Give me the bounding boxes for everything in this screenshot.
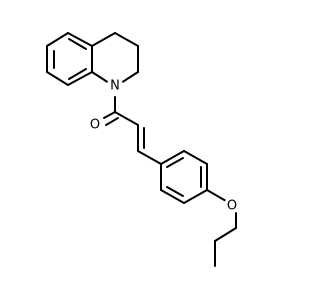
propoxy-chain	[206, 189, 237, 267]
structure-canvas: N O O	[46, 32, 240, 267]
benzo-ring	[46, 32, 93, 86]
piperidine-ring	[91, 32, 139, 84]
nitrogen-label: N	[110, 79, 120, 94]
carbonyl-double-bond	[103, 111, 119, 126]
ether-oxygen-label: O	[227, 199, 237, 214]
atom-o-carbonyl: O	[87, 116, 103, 133]
molecule-drawing: N O O	[46, 32, 240, 267]
atom-o-ether: O	[224, 197, 240, 214]
atom-n: N	[107, 77, 123, 94]
phenyl-ring	[160, 150, 208, 204]
enone-chain	[114, 111, 162, 165]
carbonyl-oxygen-label: O	[90, 118, 100, 133]
